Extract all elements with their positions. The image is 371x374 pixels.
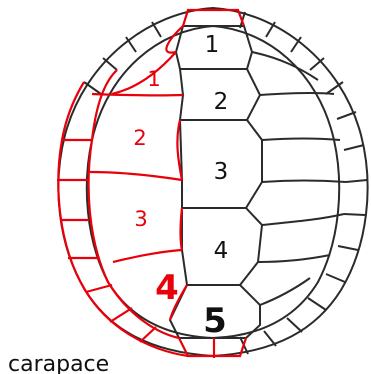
vertebral-1-label: 1: [205, 32, 220, 58]
carapace-caption: carapace: [8, 352, 109, 374]
nuchal-scute-outline: [183, 10, 244, 26]
vertebral-2-label: 2: [214, 89, 229, 115]
vertebral-4-label: 4: [214, 238, 229, 264]
costal-1-label: 1: [147, 67, 160, 91]
vertebral-3-label: 3: [214, 159, 229, 185]
costal-4-label: 4: [155, 268, 179, 308]
vertebral-5-label: 5: [203, 301, 227, 341]
costal-3-label: 3: [134, 207, 147, 231]
costal-2-label: 2: [133, 126, 146, 150]
